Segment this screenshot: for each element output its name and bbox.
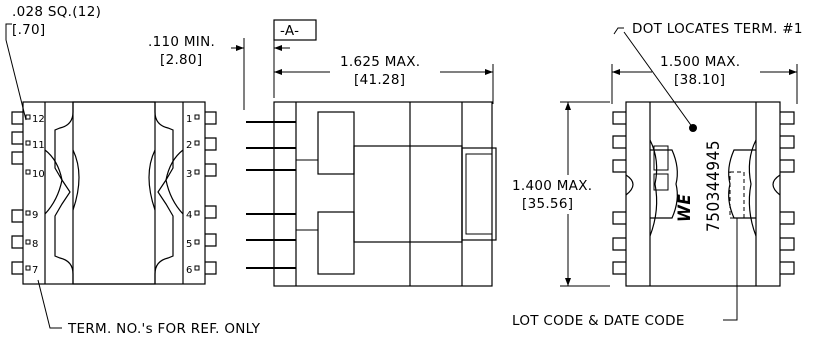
- height-label: 1.400 MAX.: [512, 178, 592, 194]
- pin-1-dot: [689, 124, 697, 132]
- pin-size-metric-label: [.70]: [12, 22, 46, 38]
- bottom-body-outline: [22, 101, 206, 285]
- core-right-profile: [154, 102, 174, 284]
- pin-square-5: [194, 239, 200, 245]
- dot-note-label: DOT LOCATES TERM. #1: [632, 21, 803, 37]
- core-left-profile: [54, 102, 74, 284]
- pin-square-11: [25, 140, 31, 146]
- core-center-block: [72, 101, 156, 285]
- pin-number-9: 9: [32, 210, 38, 221]
- top-core-right: [728, 149, 756, 219]
- pin-square-6: [194, 265, 200, 271]
- standoff-arrow-left: [236, 45, 244, 51]
- core-inner-left: [72, 149, 80, 211]
- we-logo: WE: [675, 194, 695, 222]
- height-metric-label: [35.56]: [522, 196, 573, 212]
- length-arrow-left: [274, 69, 282, 75]
- top-pinch-left: [649, 139, 658, 237]
- side-pins: [246, 121, 296, 269]
- top-pinch-right: [748, 139, 757, 237]
- pin-number-5: 5: [186, 239, 192, 250]
- height-arrow-bottom: [565, 278, 571, 286]
- winding-block-upper: [317, 111, 355, 175]
- pin-square-8: [25, 239, 31, 245]
- term-note-label: TERM. NO.'s FOR REF. ONLY: [67, 321, 261, 337]
- left-pinch-curve: [44, 149, 63, 215]
- length-label: 1.625 MAX.: [340, 54, 420, 70]
- top-body-outline: [625, 101, 781, 287]
- top-left-upper-tabs: [612, 111, 626, 173]
- left-terminal-column: 12 11 10 9 8 7: [11, 111, 45, 276]
- length-arrow-right: [485, 69, 493, 75]
- pin-number-11: 11: [32, 140, 45, 151]
- pin-square-10: [25, 169, 31, 175]
- pin-number-4: 4: [186, 210, 192, 221]
- part-number-label: 750344945: [704, 140, 724, 232]
- core-side: [353, 145, 463, 243]
- term-note-leader: [37, 279, 62, 329]
- side-body-outline: [273, 101, 493, 287]
- width-arrow-right: [789, 69, 797, 75]
- top-notch-left: [625, 174, 634, 196]
- height-arrow-top: [565, 102, 571, 110]
- core-clip-inner: [465, 153, 493, 235]
- pin-number-12: 12: [32, 114, 45, 125]
- datum-label: -A-: [280, 23, 299, 39]
- top-core-left: [650, 149, 678, 219]
- pin-square-2: [194, 140, 200, 146]
- width-metric-label: [38.10]: [674, 72, 725, 88]
- width-arrow-left: [612, 69, 620, 75]
- right-lower-tabs: [205, 205, 217, 275]
- right-upper-tabs: [205, 111, 217, 177]
- dot-note-tick: [613, 27, 624, 35]
- pin-number-10: 10: [32, 169, 45, 180]
- pin-square-9: [25, 210, 31, 216]
- winding-block-lower: [317, 211, 355, 275]
- pin-square-4: [194, 210, 200, 216]
- pin-number-2: 2: [186, 140, 192, 151]
- side-view: -A- .110 MIN. [2.80] 1.625 MAX. [41.28]: [148, 19, 497, 287]
- pin-size-leader: [5, 23, 27, 121]
- length-metric-label: [41.28]: [354, 72, 405, 88]
- top-view: DOT LOCATES TERM. #1 1.500 MAX. [38.10] …: [512, 21, 803, 329]
- dot-note-leader: [623, 31, 694, 129]
- lot-code-box: [729, 171, 745, 219]
- pin-number-8: 8: [32, 239, 38, 250]
- small-mark-lower: [653, 173, 669, 191]
- datum-box: [273, 19, 317, 41]
- part-number-group: 750344945: [704, 140, 724, 232]
- top-right-upper-tabs: [780, 111, 795, 173]
- pin-number-7: 7: [32, 265, 38, 276]
- small-mark-upper: [653, 145, 669, 171]
- pin-square-7: [25, 265, 31, 271]
- core-clip: [461, 147, 497, 241]
- top-notch-right: [772, 174, 781, 196]
- pin-number-1: 1: [186, 114, 192, 125]
- standoff-label: .110 MIN.: [148, 34, 215, 50]
- right-terminal-column: 1 2 3 4 5 6: [186, 111, 217, 276]
- core-inner-right: [148, 149, 156, 211]
- right-pinch-curve: [165, 149, 184, 215]
- pin-size-label: .028 SQ.(12): [12, 4, 101, 20]
- standoff-arrow-right: [274, 45, 282, 51]
- lot-code-label: LOT CODE & DATE CODE: [512, 313, 685, 329]
- top-right-lower-tabs: [780, 211, 795, 275]
- top-left-lower-tabs: [612, 211, 626, 275]
- lot-code-leader: [723, 218, 738, 321]
- pin-square-3: [194, 169, 200, 175]
- pin-square-12: [25, 114, 31, 120]
- we-logo-text: WE: [675, 194, 695, 222]
- left-upper-tabs: [11, 111, 23, 165]
- left-lower-tabs: [11, 209, 23, 275]
- width-label: 1.500 MAX.: [660, 54, 740, 70]
- pin-number-3: 3: [186, 169, 192, 180]
- bottom-view: .028 SQ.(12) [.70] 12 11 10 9: [5, 4, 261, 337]
- pin-square-1: [194, 114, 200, 120]
- pin-number-6: 6: [186, 265, 192, 276]
- standoff-metric-label: [2.80]: [160, 52, 202, 68]
